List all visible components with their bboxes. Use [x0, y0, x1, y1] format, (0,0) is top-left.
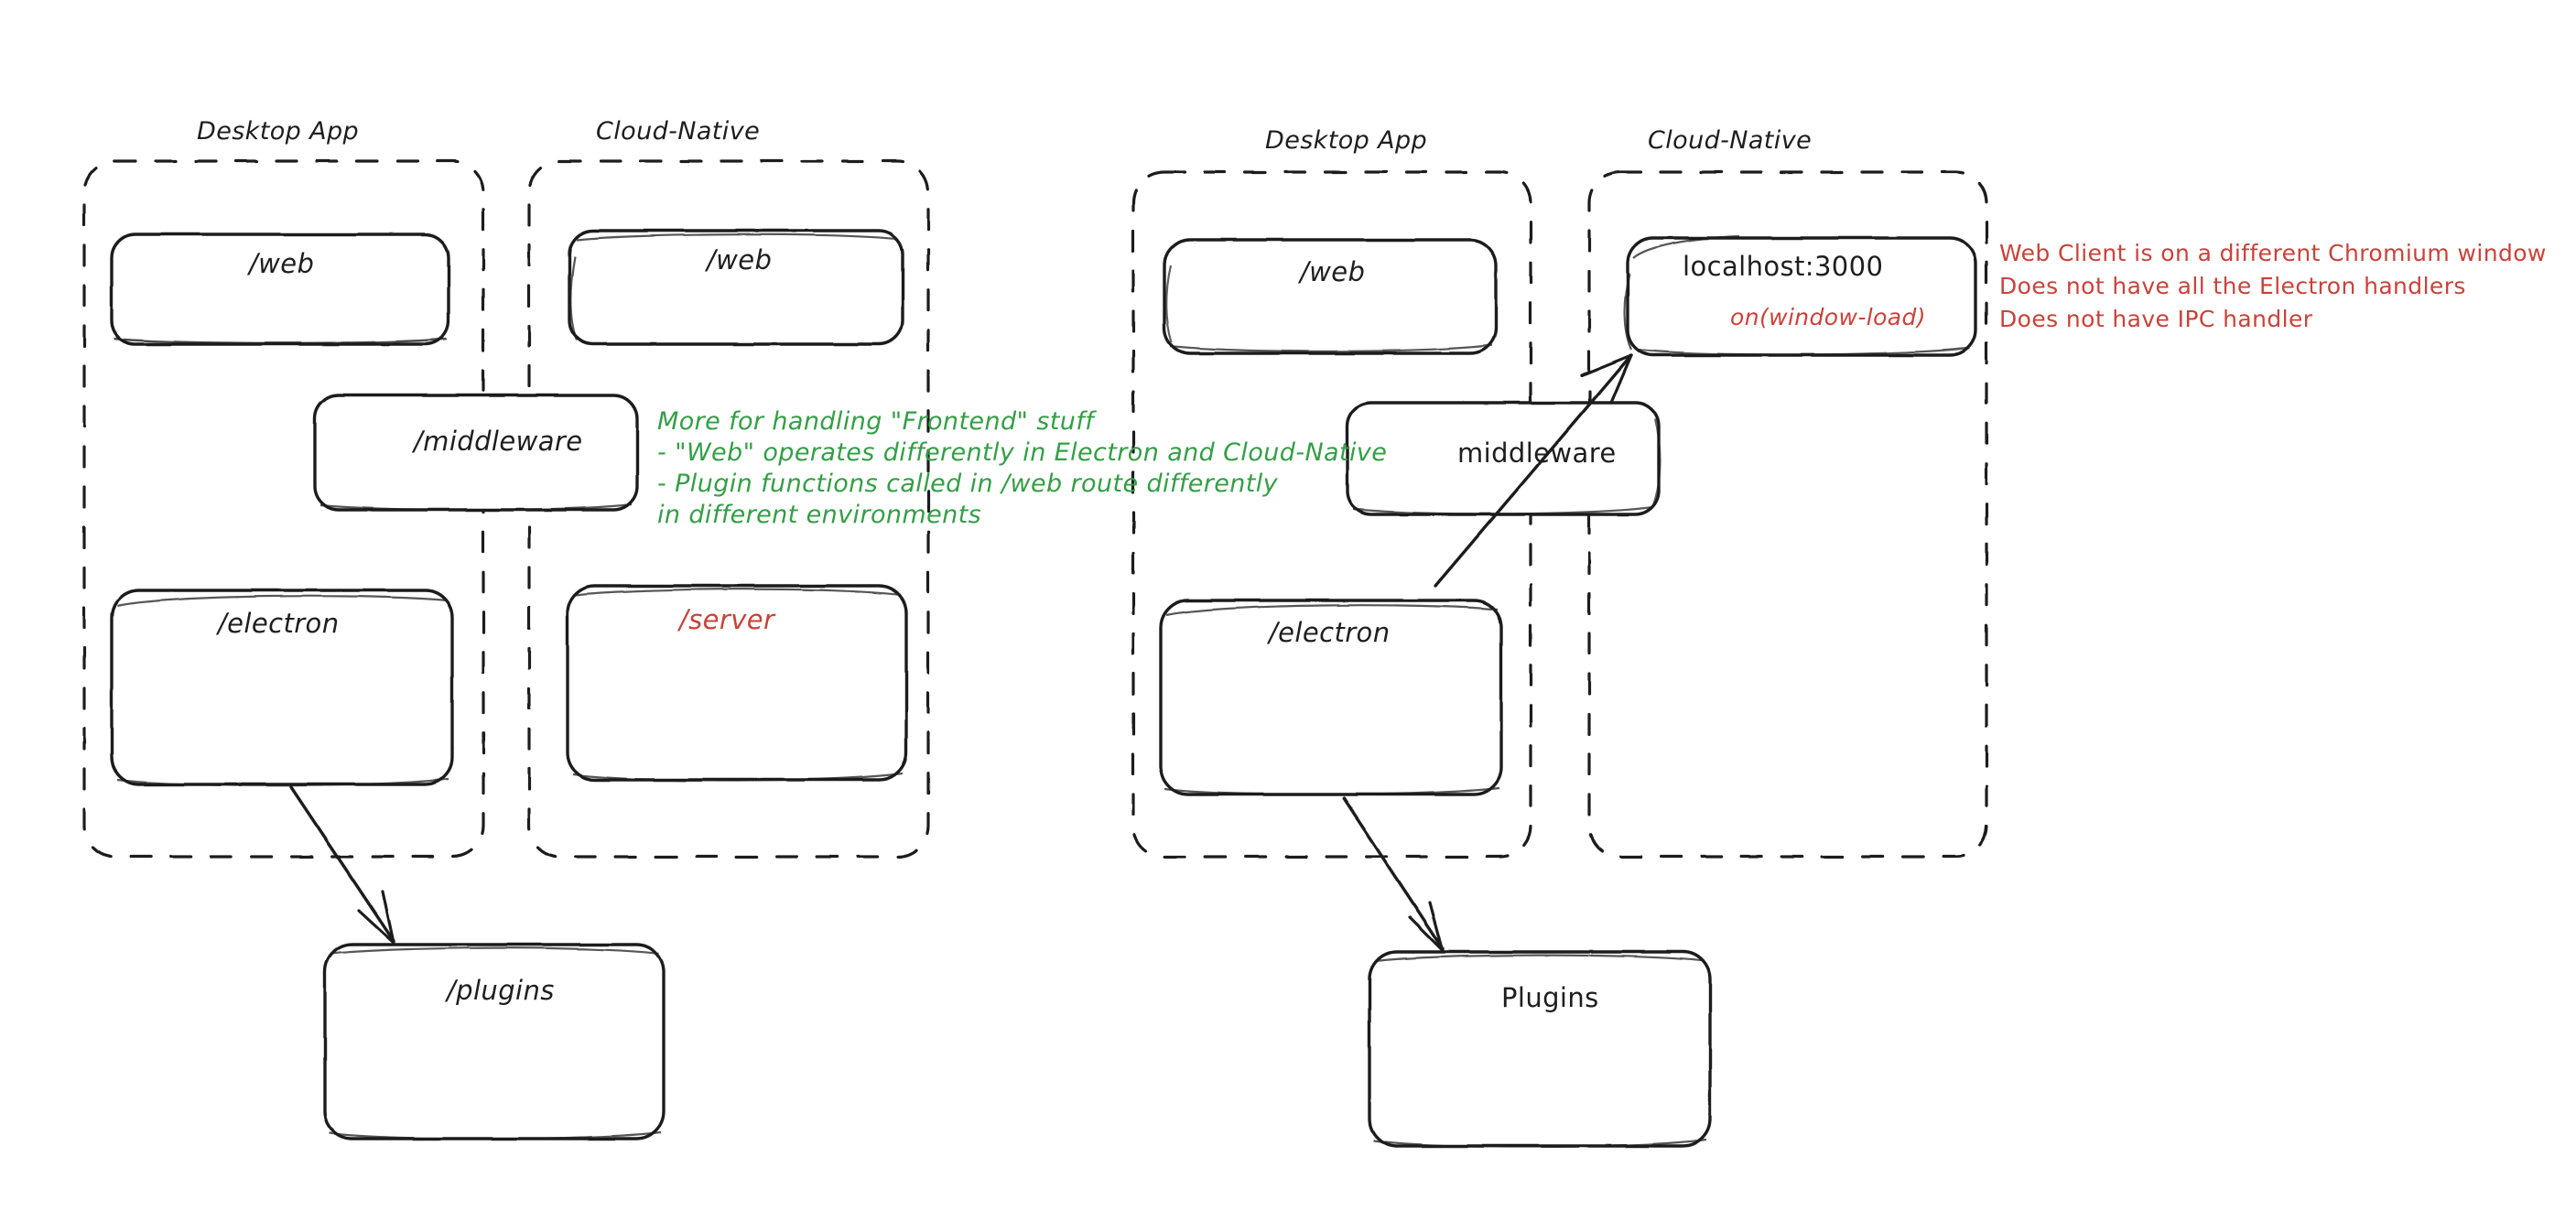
- annotation-green-line-2: - "Web" operates differently in Electron…: [657, 438, 1388, 467]
- annotation-red-line-2: Does not have all the Electron handlers: [1999, 273, 2466, 299]
- group-title-right-desktop-app: Desktop App: [1265, 126, 1428, 155]
- group-title-right-cloud-native: Cloud-Native: [1648, 126, 1813, 155]
- node-left-desktop-web: [110, 232, 450, 346]
- node-sublabel-right-localhost: on(window-load): [1730, 304, 1926, 330]
- node-label-right-localhost: localhost:3000: [1683, 251, 1884, 282]
- node-label-left-server: /server: [679, 604, 775, 635]
- node-label-left-desktop-web: /web: [249, 248, 315, 279]
- node-right-localhost: [1623, 234, 1977, 357]
- annotation-green-line-1: More for handling "Frontend" stuff: [657, 407, 1095, 436]
- node-label-right-electron: /electron: [1269, 617, 1391, 648]
- node-label-left-electron: /electron: [218, 608, 340, 639]
- edge-left-electron-to-plugins: [289, 785, 395, 945]
- node-label-right-plugins: Plugins: [1501, 982, 1599, 1013]
- annotation-red-line-3: Does not have IPC handler: [1999, 306, 2313, 332]
- node-right-electron: [1159, 599, 1503, 796]
- group-left-cloud-native: [527, 159, 930, 859]
- node-right-plugins: [1368, 950, 1712, 1149]
- node-left-cloud-web: [568, 229, 904, 346]
- node-label-left-middleware: /middleware: [414, 426, 583, 457]
- group-title-left-desktop-app: Desktop App: [197, 117, 360, 146]
- annotation-red-line-1: Web Client is on a different Chromium wi…: [1999, 240, 2547, 266]
- edge-right-electron-to-localhost: [1434, 353, 1633, 588]
- node-right-desktop-web: [1163, 238, 1498, 355]
- node-left-plugins: [323, 943, 666, 1140]
- node-label-left-plugins: /plugins: [447, 975, 555, 1006]
- node-left-middleware: [313, 394, 639, 512]
- node-left-server: [566, 584, 908, 783]
- node-right-middleware: [1346, 401, 1661, 516]
- node-label-right-desktop-web: /web: [1300, 256, 1366, 287]
- annotation-green-line-3: - Plugin functions called in /web route …: [657, 470, 1278, 498]
- edge-right-electron-to-plugins: [1342, 796, 1445, 952]
- group-title-left-cloud-native: Cloud-Native: [596, 117, 761, 146]
- node-label-right-middleware: middleware: [1457, 438, 1617, 469]
- annotation-green-line-4: in different environments: [657, 501, 982, 529]
- node-left-electron: [110, 589, 454, 787]
- node-label-left-cloud-web: /web: [707, 244, 773, 276]
